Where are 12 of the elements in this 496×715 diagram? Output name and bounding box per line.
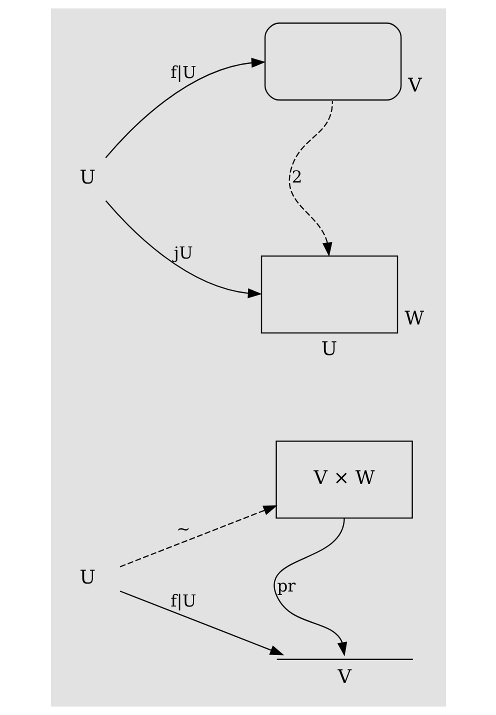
edge-label: f|U xyxy=(170,591,196,610)
edge-label: jU xyxy=(173,244,192,263)
edge-label: 2 xyxy=(291,167,302,186)
node-text: U xyxy=(79,566,96,588)
node-label: V xyxy=(408,74,422,96)
node-label: W xyxy=(404,307,424,330)
edge-label: pr xyxy=(276,576,296,596)
edge-label: f|U xyxy=(170,62,196,82)
node-text: V xyxy=(337,666,351,688)
node-text: U xyxy=(79,166,96,189)
edge-label: ~ xyxy=(176,519,190,538)
node-label: U xyxy=(320,338,337,360)
